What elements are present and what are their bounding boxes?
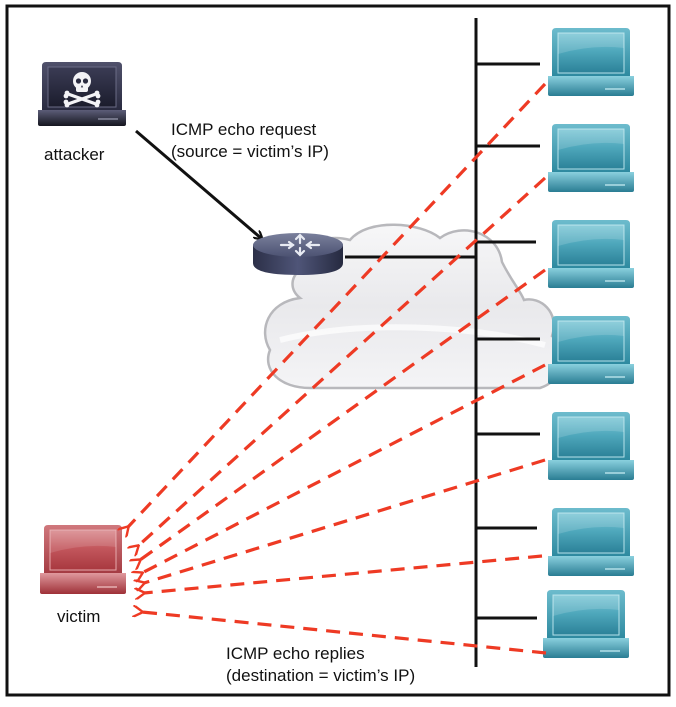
echo-reply-arrow-6 [144,554,543,593]
host-1-laptop-icon [548,28,634,96]
echo-reply-arrow-3 [140,268,546,560]
reply-label-line2: (destination = victim’s IP) [226,666,415,685]
request-arrow [135,129,262,239]
echo-reply-arrow-5 [144,458,546,583]
reply-label-line1: ICMP echo replies [226,644,365,663]
bus-stubs [476,62,540,620]
victim-laptop-icon [40,525,126,594]
host-6-laptop-icon [548,508,634,576]
host-4-laptop-icon [548,316,634,384]
host-7-laptop-icon [543,590,629,658]
echo-reply-arrow-4 [142,363,546,573]
skull-crossbones-icon [63,72,101,108]
attacker-label: attacker [44,145,105,164]
victim-label: victim [57,607,100,626]
router-icon [253,233,343,275]
request-label-line1: ICMP echo request [171,120,316,139]
host-3-laptop-icon [548,220,634,288]
host-laptops [543,28,634,658]
echo-reply-arrow-1 [128,82,547,527]
host-5-laptop-icon [548,412,634,480]
request-label-line2: (source = victim’s IP) [171,142,329,161]
echo-reply-arrows [128,82,547,655]
attacker-laptop-icon [38,62,126,126]
host-2-laptop-icon [548,124,634,192]
